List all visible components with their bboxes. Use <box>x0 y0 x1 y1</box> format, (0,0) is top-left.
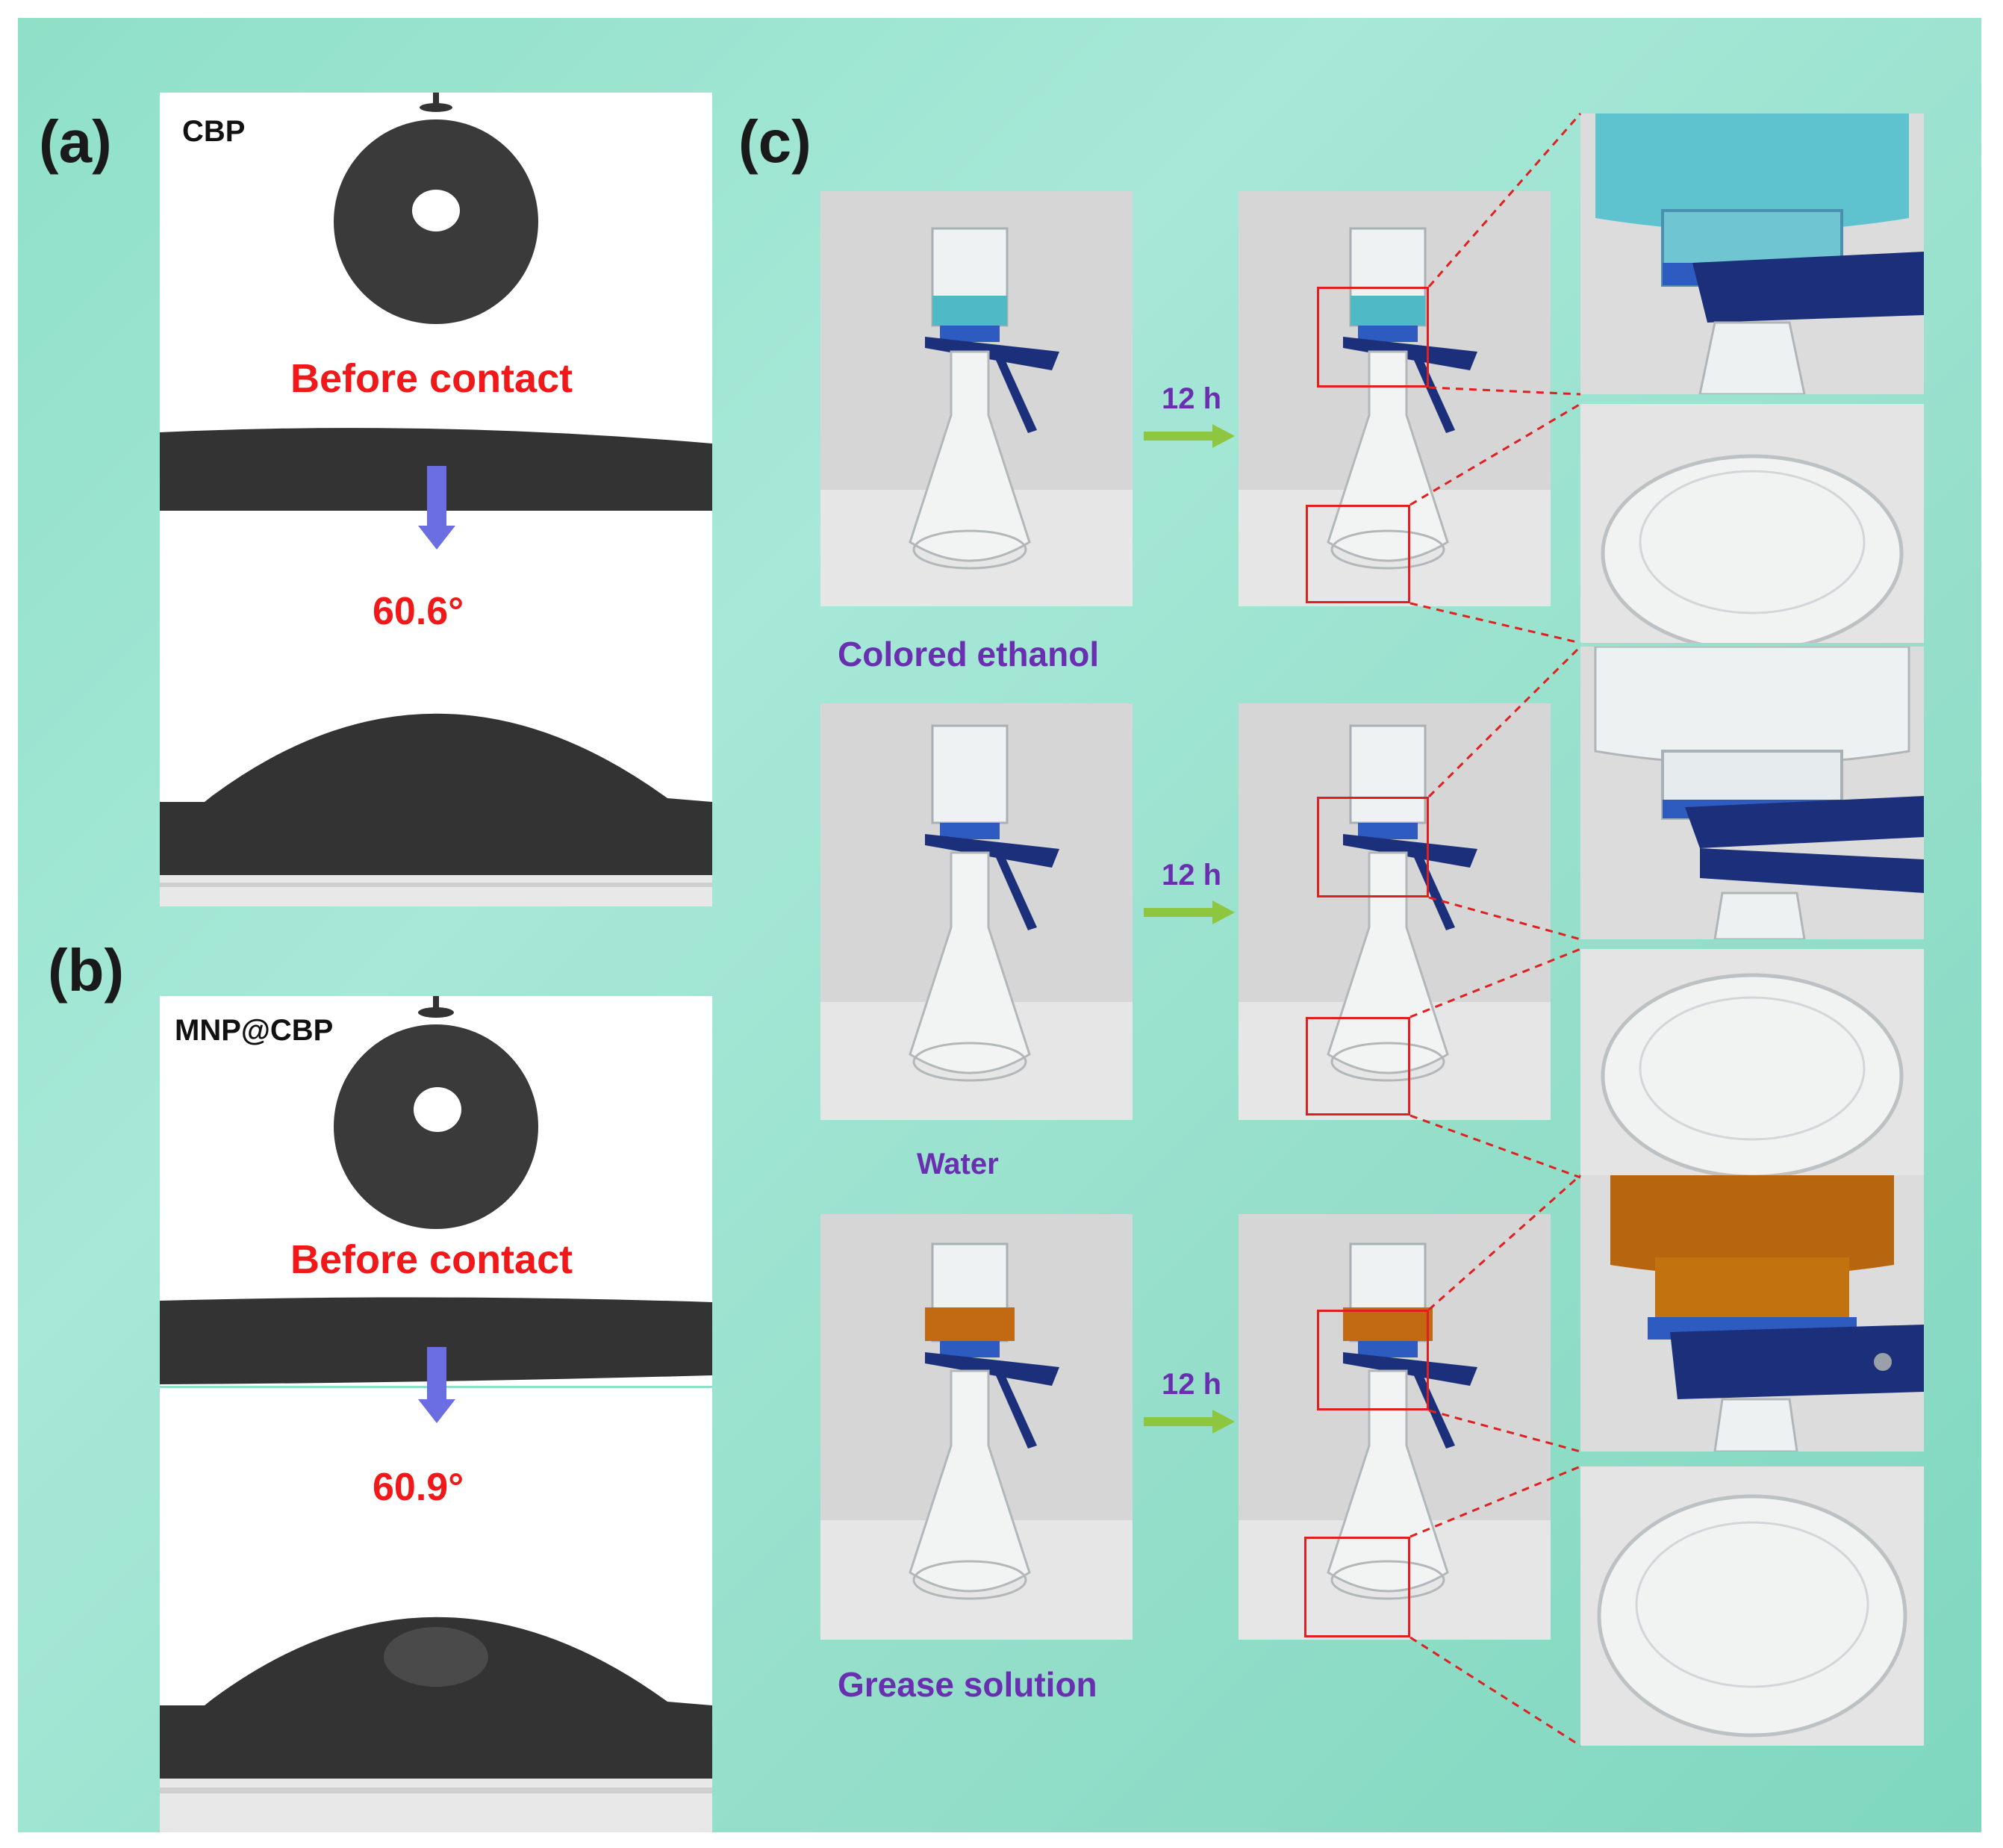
panel-label-a: (a) <box>39 108 112 175</box>
time-label-grease: 12 h <box>1162 1368 1222 1401</box>
setup-photo-before-grease <box>820 1214 1133 1640</box>
time-label-ethanol: 12 h <box>1162 382 1222 415</box>
panel-label-b: (b) <box>48 937 125 1004</box>
contact-angle-image-b: MNP@CBP Before contact 60.9° <box>160 996 712 1832</box>
before-contact-label-a: Before contact <box>290 356 573 401</box>
zoom-box-bottom-ethanol <box>1306 505 1410 603</box>
zoom-photo-top-ethanol <box>1580 113 1924 394</box>
zoom-photo-bottom-ethanol <box>1580 404 1924 643</box>
setup-photo-before-water <box>820 703 1133 1120</box>
zoom-box-bottom-water <box>1306 1017 1410 1116</box>
droplet-drawing-b <box>160 996 712 1832</box>
zoom-box-bottom-grease <box>1304 1537 1410 1637</box>
setup-photo-after-grease <box>1239 1214 1551 1640</box>
droplet-drawing-a <box>160 93 712 906</box>
zoom-box-top-ethanol <box>1317 287 1429 388</box>
time-arrow-grease <box>1144 1410 1235 1434</box>
sample-name-b: MNP@CBP <box>175 1014 334 1047</box>
time-label-water: 12 h <box>1162 859 1222 892</box>
setup-photo-before-ethanol <box>820 191 1133 606</box>
panel-label-c: (c) <box>738 108 812 175</box>
zoom-box-top-water <box>1317 797 1429 897</box>
liquid-label-ethanol: Colored ethanol <box>838 635 1100 673</box>
time-arrow-water <box>1144 900 1235 924</box>
setup-photo-after-water <box>1239 703 1551 1120</box>
liquid-label-grease: Grease solution <box>838 1665 1097 1704</box>
zoom-photo-bottom-grease <box>1580 1466 1924 1746</box>
contact-angle-value-a: 60.6° <box>373 590 464 633</box>
zoom-photo-top-grease <box>1580 1175 1924 1452</box>
contact-angle-image-a: CBP Before contact 60.6° <box>160 93 712 906</box>
zoom-photo-bottom-water <box>1580 949 1924 1177</box>
figure-background: (a) CBP Before contact 60.6° (b) <box>18 18 1981 1832</box>
before-contact-label-b: Before contact <box>290 1237 573 1282</box>
zoom-photo-top-water <box>1580 647 1924 939</box>
time-arrow-ethanol <box>1144 424 1235 448</box>
zoom-box-top-grease <box>1317 1310 1429 1410</box>
sample-name-a: CBP <box>182 115 246 148</box>
contact-angle-value-b: 60.9° <box>373 1466 464 1509</box>
liquid-label-water: Water <box>917 1148 999 1180</box>
setup-photo-after-ethanol <box>1239 191 1551 606</box>
